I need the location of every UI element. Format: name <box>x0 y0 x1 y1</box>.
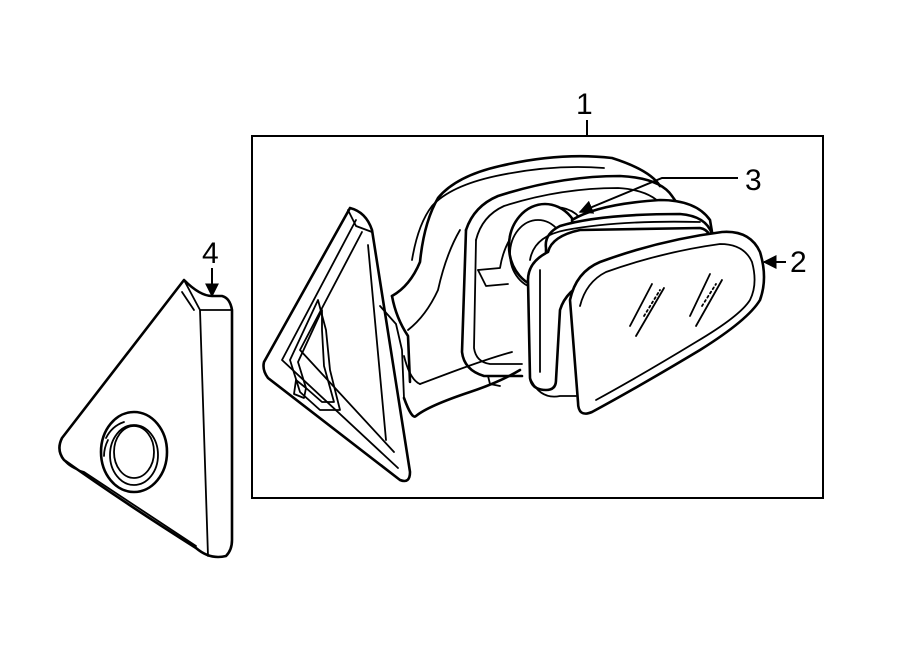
mirror-assembly <box>262 154 766 483</box>
callout-1-label: 1 <box>576 88 593 121</box>
callout-3-label: 3 <box>745 164 762 197</box>
callout-2-label: 2 <box>790 246 807 279</box>
mirror-arm <box>379 154 662 418</box>
mounting-base <box>262 206 412 483</box>
assembly-frame <box>251 135 824 499</box>
callout-3-leader <box>578 177 738 214</box>
callout-4-label: 4 <box>202 237 219 270</box>
mirror-glass <box>568 230 766 415</box>
cover-trim <box>58 278 234 559</box>
